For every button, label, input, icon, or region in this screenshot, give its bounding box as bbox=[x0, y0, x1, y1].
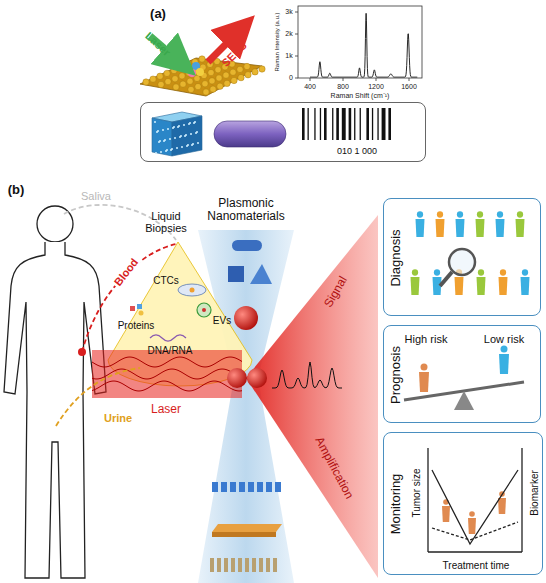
figure-label: Blood bbox=[110, 254, 141, 289]
panel-label: Biomarker bbox=[529, 470, 540, 516]
human-outline bbox=[4, 206, 106, 578]
laser-beam bbox=[92, 350, 242, 398]
figure-label: Signal bbox=[322, 274, 350, 309]
figure-label: 1k bbox=[285, 52, 292, 60]
figure-label: Plasmonic Nanomaterials bbox=[194, 197, 298, 223]
panel-label: Low risk bbox=[484, 333, 524, 345]
sample-paths bbox=[56, 205, 176, 426]
raman-spectrum bbox=[310, 13, 417, 77]
blood-draw-dot bbox=[78, 348, 86, 356]
panel-title: Prognosis bbox=[389, 346, 403, 404]
panel-label: High risk bbox=[405, 333, 448, 345]
figure-label: Laser bbox=[143, 30, 173, 59]
figure-label: Amplification bbox=[312, 435, 356, 501]
seesaw bbox=[404, 382, 524, 410]
monitoring-chart bbox=[428, 448, 522, 552]
figure-label: 0 bbox=[289, 74, 293, 82]
application-panel: Monitoring Tumor size BiomarkerTreatment t… bbox=[383, 432, 543, 575]
figure-label: CTCs bbox=[153, 275, 179, 286]
figure-label: 3k bbox=[285, 8, 292, 16]
nanomaterial-icons bbox=[210, 240, 282, 572]
figure-label: Urine bbox=[104, 412, 132, 424]
panel-label: Treatment time bbox=[443, 560, 510, 571]
figure-label: 1600 bbox=[401, 83, 417, 91]
figure-label: Raman Shift (cm⁻¹) bbox=[331, 92, 390, 100]
panel-letter: (a) bbox=[150, 7, 166, 21]
figure-label: 2k bbox=[285, 30, 292, 38]
panel-label: Tumor size bbox=[411, 468, 422, 517]
figure-label: Laser bbox=[151, 403, 181, 416]
panel-title: 010 1 000 bbox=[337, 147, 377, 157]
application-panel: Diagnosis bbox=[383, 198, 541, 316]
figure-label: DNA/RNA bbox=[147, 345, 192, 356]
figure-label: SERS bbox=[219, 39, 249, 69]
panel-letter: (b) bbox=[8, 183, 25, 197]
figure-label: Liquid Biopsies bbox=[134, 210, 198, 234]
figure-label: Saliva bbox=[81, 190, 111, 202]
figure-label: 1200 bbox=[368, 83, 384, 91]
figure-label: Proteins bbox=[118, 320, 155, 331]
panel-title: Monitoring bbox=[389, 474, 403, 535]
panel-title: Diagnosis bbox=[389, 229, 403, 286]
nanotag-box: 010 1 000 bbox=[140, 102, 426, 162]
application-panel: PrognosisHigh risk Low risk bbox=[383, 325, 541, 423]
biomarker-icons bbox=[130, 284, 211, 341]
signal-spectrum bbox=[272, 362, 342, 388]
sers-substrate bbox=[140, 30, 265, 96]
figure-label: 800 bbox=[337, 83, 349, 91]
spectrum-axes bbox=[295, 6, 422, 81]
amplification-wedge bbox=[246, 215, 378, 578]
nanotags bbox=[152, 108, 391, 156]
magnifier bbox=[440, 249, 475, 286]
figure-label: Raman Intensity (a.u.) bbox=[274, 12, 281, 71]
figure-label: 400 bbox=[304, 83, 316, 91]
figure-label: EVs bbox=[213, 315, 231, 326]
